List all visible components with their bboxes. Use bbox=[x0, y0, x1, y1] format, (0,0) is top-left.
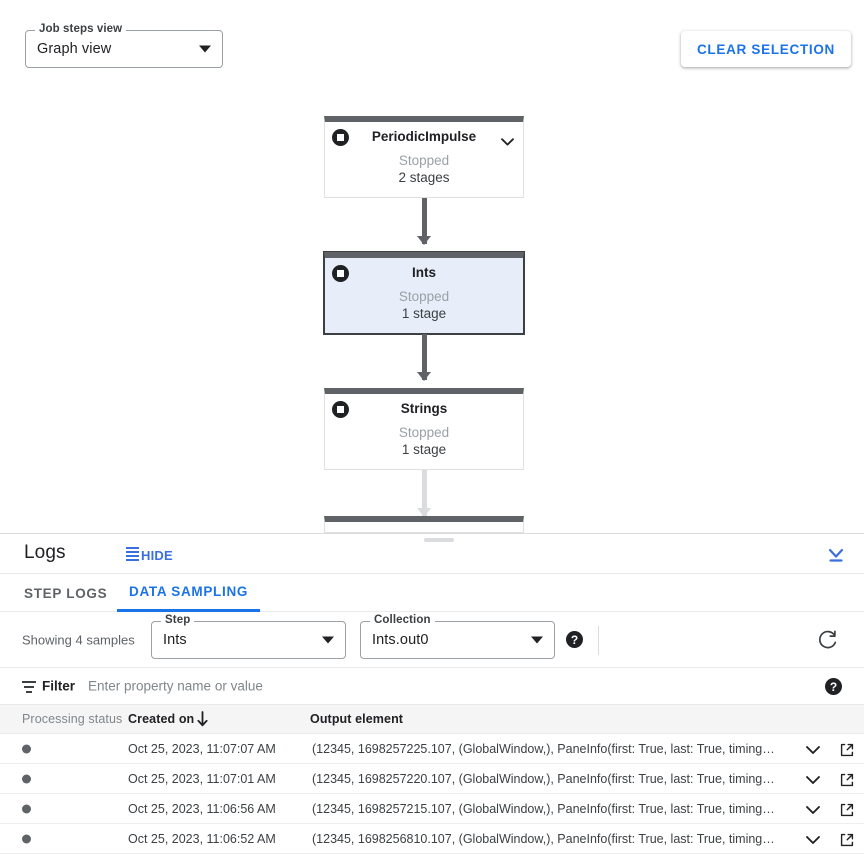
filter-label: Filter bbox=[42, 678, 76, 694]
hide-logs-button[interactable]: HIDE bbox=[126, 547, 173, 563]
stop-icon bbox=[332, 265, 349, 282]
chevron-down-icon[interactable] bbox=[805, 803, 821, 815]
refresh-icon[interactable] bbox=[816, 628, 840, 652]
open-in-new-icon[interactable] bbox=[840, 743, 854, 757]
logs-panel: Logs HIDE STEP LOGS DATA SAMPLING Showin… bbox=[0, 533, 864, 856]
status-badge bbox=[22, 804, 31, 813]
logs-header: Logs HIDE bbox=[0, 534, 864, 574]
stop-icon bbox=[332, 129, 349, 146]
cell-created-on: Oct 25, 2023, 11:07:01 AM bbox=[128, 771, 276, 786]
graph-node-strings[interactable]: Strings Stopped 1 stage bbox=[324, 388, 524, 470]
node-status: Stopped bbox=[398, 425, 450, 440]
table-row[interactable]: Oct 25, 2023, 11:07:01 AM (12345, 169825… bbox=[0, 764, 864, 794]
chevron-down-icon bbox=[199, 45, 211, 53]
chevron-down-icon[interactable] bbox=[805, 743, 821, 755]
graph-node-periodicimpulse[interactable]: PeriodicImpulse Stopped 2 stages bbox=[324, 116, 524, 198]
chevron-down-icon[interactable] bbox=[805, 773, 821, 785]
node-header: PeriodicImpulse bbox=[325, 122, 523, 152]
stop-icon bbox=[332, 401, 349, 418]
filter-row: Filter ? bbox=[0, 668, 864, 705]
logs-title: Logs bbox=[24, 542, 66, 563]
sampling-controls: Showing 4 samples Step Ints Collection I… bbox=[0, 612, 864, 668]
node-title: Ints bbox=[411, 265, 436, 280]
arrow-head-icon bbox=[417, 508, 431, 517]
chevron-down-icon bbox=[531, 636, 543, 644]
tab-step-logs[interactable]: STEP LOGS bbox=[24, 585, 108, 601]
cell-output-element: (12345, 1698256810.107, (GlobalWindow,),… bbox=[312, 831, 775, 846]
column-header-created-on[interactable]: Created on bbox=[128, 712, 195, 726]
collapse-panel-icon[interactable] bbox=[825, 544, 847, 566]
column-header-output-element[interactable]: Output element bbox=[310, 712, 404, 726]
cell-output-element: (12345, 1698257225.107, (GlobalWindow,),… bbox=[312, 741, 775, 756]
filter-input[interactable] bbox=[86, 677, 766, 695]
job-graph-canvas[interactable]: Job steps view Graph view CLEAR SELECTIO… bbox=[0, 0, 864, 533]
table-row[interactable]: Oct 25, 2023, 11:06:56 AM (12345, 169825… bbox=[0, 794, 864, 824]
sort-descending-icon[interactable] bbox=[196, 711, 209, 727]
graph-node-partial[interactable] bbox=[324, 516, 524, 533]
cell-created-on: Oct 25, 2023, 11:06:56 AM bbox=[128, 801, 276, 816]
showing-samples-label: Showing 4 samples bbox=[22, 632, 135, 647]
node-header: Strings bbox=[325, 394, 523, 424]
logs-tabs: STEP LOGS DATA SAMPLING bbox=[0, 574, 864, 612]
cell-created-on: Oct 25, 2023, 11:06:52 AM bbox=[128, 831, 276, 846]
chevron-down-icon bbox=[322, 636, 334, 644]
hide-logs-label: HIDE bbox=[141, 547, 173, 563]
help-icon[interactable]: ? bbox=[566, 631, 583, 648]
node-status: Stopped bbox=[398, 289, 450, 304]
clear-selection-button[interactable]: CLEAR SELECTION bbox=[680, 31, 851, 67]
table-row[interactable]: Oct 25, 2023, 11:07:07 AM (12345, 169825… bbox=[0, 734, 864, 764]
step-select-label: Step bbox=[161, 614, 195, 626]
collection-select-value: Ints.out0 bbox=[372, 632, 429, 648]
graph-node-ints[interactable]: Ints Stopped 1 stage bbox=[324, 252, 524, 334]
open-in-new-icon[interactable] bbox=[840, 773, 854, 787]
step-select-value: Ints bbox=[163, 632, 187, 648]
node-stages: 2 stages bbox=[398, 170, 450, 185]
open-in-new-icon[interactable] bbox=[840, 833, 854, 847]
arrow-head-icon bbox=[417, 372, 431, 381]
cell-output-element: (12345, 1698257215.107, (GlobalWindow,),… bbox=[312, 801, 775, 816]
graph-toolbar: Job steps view Graph view CLEAR SELECTIO… bbox=[0, 0, 864, 90]
graph-edge bbox=[417, 470, 431, 517]
status-badge bbox=[22, 834, 31, 843]
column-header-processing-status[interactable]: Processing status bbox=[22, 712, 123, 726]
cell-created-on: Oct 25, 2023, 11:07:07 AM bbox=[128, 741, 276, 756]
job-steps-view-select[interactable]: Job steps view Graph view bbox=[25, 23, 223, 68]
node-title: Strings bbox=[400, 401, 448, 416]
status-badge bbox=[22, 774, 31, 783]
graph-edge bbox=[417, 334, 431, 381]
hamburger-icon bbox=[126, 547, 139, 563]
node-stages: 1 stage bbox=[401, 442, 447, 457]
help-icon[interactable]: ? bbox=[825, 678, 842, 695]
open-in-new-icon[interactable] bbox=[840, 803, 854, 817]
node-title: PeriodicImpulse bbox=[371, 129, 477, 144]
status-badge bbox=[22, 744, 31, 753]
samples-table-body: Oct 25, 2023, 11:07:07 AM (12345, 169825… bbox=[0, 734, 864, 854]
collection-select-label: Collection bbox=[370, 614, 435, 626]
tab-data-sampling[interactable]: DATA SAMPLING bbox=[117, 574, 261, 612]
panel-resize-handle[interactable] bbox=[424, 538, 454, 542]
node-header: Ints bbox=[325, 258, 523, 288]
chevron-down-icon[interactable] bbox=[805, 833, 821, 845]
node-status: Stopped bbox=[398, 153, 450, 168]
divider bbox=[598, 626, 599, 655]
arrow-head-icon bbox=[417, 236, 431, 245]
step-select[interactable]: Step Ints bbox=[151, 614, 346, 659]
table-header: Processing status Created on Output elem… bbox=[0, 705, 864, 734]
table-row[interactable]: Oct 25, 2023, 11:06:52 AM (12345, 169825… bbox=[0, 824, 864, 854]
node-stages: 1 stage bbox=[401, 306, 447, 321]
cell-output-element: (12345, 1698257220.107, (GlobalWindow,),… bbox=[312, 771, 775, 786]
graph-edge bbox=[417, 198, 431, 245]
collection-select[interactable]: Collection Ints.out0 bbox=[360, 614, 555, 659]
chevron-down-icon[interactable] bbox=[501, 133, 514, 146]
job-steps-view-value: Graph view bbox=[37, 41, 112, 57]
filter-icon bbox=[22, 681, 36, 696]
job-steps-view-label: Job steps view bbox=[35, 23, 127, 35]
